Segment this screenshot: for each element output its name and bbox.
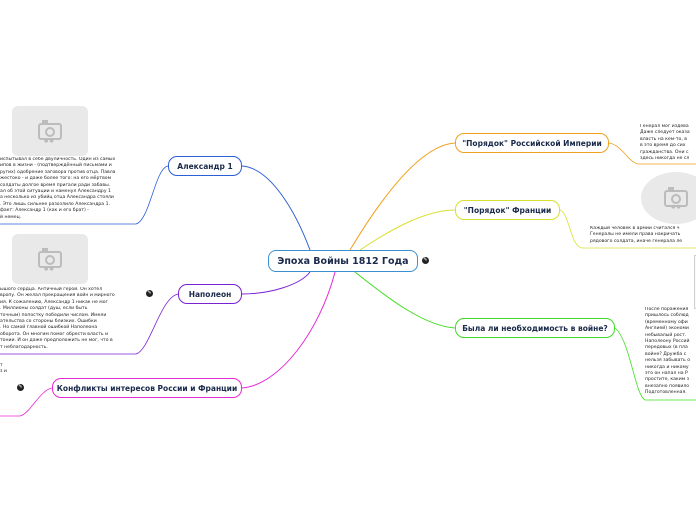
note-line: ал об этой ситуации и наменул Александру… (0, 189, 111, 195)
central-topic[interactable]: Эпоха Войны 1812 Года (268, 250, 418, 272)
note-badge-icon[interactable]: ✎ (422, 257, 429, 264)
note-line: Каждый человек в армии считался ч (590, 226, 680, 231)
note-line: з и (0, 369, 7, 375)
note-alexander: испытывал в себе двуличность. Один из са… (0, 157, 140, 227)
image-dots: ●● (44, 138, 55, 144)
note-line: солдаты долгое время пригали ради забавы… (0, 182, 111, 188)
note-line: передовых (в пла (645, 345, 688, 351)
note-line: вропу. Он желал прекращения войн и мирно… (0, 293, 115, 299)
note-line: власть на кем-то, в (640, 136, 687, 142)
note-line: Подготовленная. (645, 390, 687, 396)
note-line: Наполеону Россий (645, 339, 690, 345)
note-line: а несколько из убийц отца Александра сто… (0, 195, 114, 201)
note-line: Генералы не имели права накричать (590, 232, 681, 238)
note-line: здесь никогда не сл (640, 156, 690, 162)
note-line: точным) попостку победили числом. Имели (0, 312, 107, 318)
note-line: внезапно появило (645, 383, 690, 389)
connector-order-russia (349, 142, 456, 251)
branch-alexander[interactable]: Александр 1 (168, 156, 242, 176)
note-line: . Но самой главной ошибкой Наполеона (0, 325, 98, 331)
note-line: испытывал в себе двуличность. Один из са… (0, 157, 116, 162)
connector-napoleon (241, 271, 311, 295)
note-line: это он напал на Р (645, 371, 688, 377)
note-line: оборота. Он многим помог обрести власть … (0, 331, 109, 337)
branch-conflicts-label: Конфликты интересов России и Франции (56, 383, 238, 393)
note-line: й немец. (0, 214, 22, 220)
necessity-image-edge (694, 255, 696, 309)
central-topic-label: Эпоха Войны 1812 Года (277, 255, 409, 267)
note-line: простите, каким з (645, 377, 690, 383)
note-line: Англией) экономи (645, 326, 689, 332)
camera-icon (38, 247, 62, 268)
note-line: Генерал мог издева (640, 124, 689, 129)
note-line: войне? Дружба с (645, 351, 687, 357)
branch-alexander-label: Александр 1 (177, 161, 233, 171)
branch-necessity[interactable]: Была ли необходимость в войне? (455, 318, 615, 338)
note-line: ательства со стороны близких. Ошибки (0, 319, 97, 325)
note-line: рядового солдата, иначе генерала ле (590, 238, 683, 244)
branch-order-russia[interactable]: "Порядок" Российской Империи (455, 133, 609, 153)
note-line: ругих) одобрение заговора против отца. П… (0, 169, 116, 175)
napoleon-image-placeholder (12, 234, 88, 284)
note-line: никогда и никому (645, 364, 689, 370)
note-line: После поражения (645, 307, 689, 312)
note-badge-icon[interactable]: ✎ (146, 290, 153, 297)
connector-conflicts-note (0, 387, 53, 417)
connector-order-france (359, 209, 456, 251)
connector-alexander-note (0, 165, 169, 225)
note-line: в это время до сих (640, 143, 686, 149)
note-line: пришлось соблюд (645, 313, 689, 319)
branch-napoleon-label: Наполеон (188, 289, 232, 299)
note-line: . Миллионы солдат (душ, если быть (0, 306, 88, 312)
note-line: Даже следует оказа (640, 130, 690, 136)
note-line: нельзя забывать о (645, 358, 691, 364)
connector-russia-note (608, 142, 696, 165)
note-line: гражданства. Они с (640, 149, 689, 155)
note-badge-icon[interactable]: ✎ (17, 384, 24, 391)
russia-image-placeholder (641, 172, 696, 224)
connector-conflicts (241, 271, 336, 389)
alexander-image-placeholder (12, 106, 88, 156)
branch-order-russia-label: "Порядок" Российской Империи (462, 138, 602, 148)
note-line: жестоко - и даже более того: на его мёрт… (0, 176, 112, 182)
note-line: . Это лишь сильнее разозлило Александра … (0, 201, 110, 207)
image-dots: ●● (671, 204, 682, 210)
branch-order-france-label: "Порядок" Франции (463, 205, 552, 215)
connector-alexander (241, 165, 311, 251)
branch-napoleon[interactable]: Наполеон (178, 284, 242, 304)
note-line: факт: Александр 1 (как и его брат) - (0, 208, 89, 214)
branch-conflicts[interactable]: Конфликты интересов России и Франции (52, 378, 242, 398)
note-line: тонии. И он даже предположить не мог, чт… (0, 338, 113, 344)
note-line: т неблагодарность. (0, 344, 48, 350)
note-line: (временному офи (645, 319, 688, 325)
note-line: ия. К сожалению, Александр 1 никак не мо… (0, 299, 108, 305)
note-line: т (0, 363, 3, 368)
branch-necessity-label: Была ли необходимость в войне? (462, 323, 608, 333)
camera-icon (664, 186, 688, 207)
branch-order-france[interactable]: "Порядок" Франции (455, 200, 560, 220)
connector-napoleon-note (0, 293, 179, 355)
note-line: ышого сердца. Античный герой. Он хотел (0, 287, 103, 292)
camera-icon (38, 119, 62, 140)
image-dots: ●● (44, 266, 55, 272)
note-line: небывалый рост. (645, 332, 687, 338)
connector-necessity-note (614, 327, 696, 401)
note-line: ипов в жизни - (подтверждённый письмами … (0, 163, 112, 169)
connector-france-note (559, 209, 696, 249)
connector-necessity (354, 271, 456, 329)
